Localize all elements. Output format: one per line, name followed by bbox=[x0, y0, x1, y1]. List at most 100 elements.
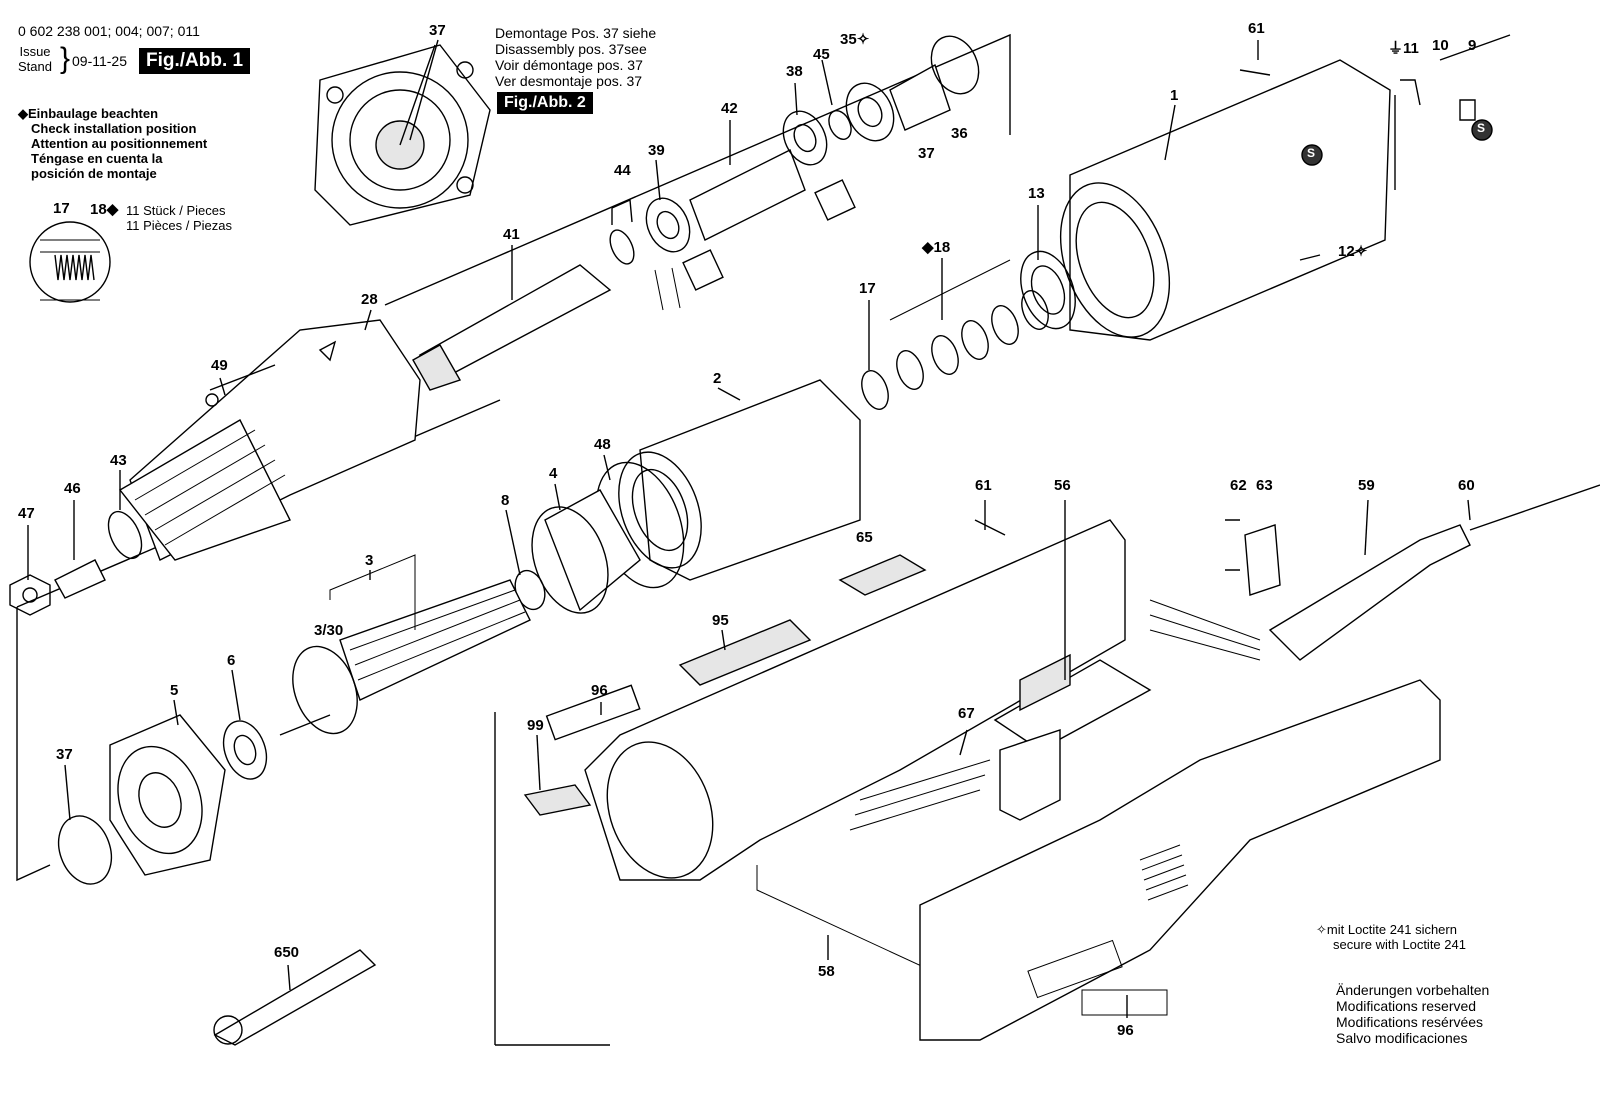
screw-12 bbox=[1299, 254, 1321, 261]
disassembly-note: Demontage Pos. 37 siehe Disassembly pos.… bbox=[495, 25, 656, 89]
callout-38: 38 bbox=[786, 63, 803, 80]
wrench-650 bbox=[213, 949, 377, 1046]
installation-line-1: Einbaulage beachten bbox=[28, 106, 159, 121]
figure-2-label: Fig./Abb. 2 bbox=[497, 92, 593, 114]
modifications-note: Änderungen vorbehalten Modifications res… bbox=[1336, 982, 1489, 1046]
callout-17-detail: 17 bbox=[53, 200, 70, 217]
callout-37-right: 37 bbox=[918, 145, 935, 162]
tool-icon-2 bbox=[814, 179, 856, 221]
callout-48: 48 bbox=[594, 436, 611, 453]
flange-37-right bbox=[930, 35, 980, 95]
label-99 bbox=[523, 784, 592, 816]
loctite-star-icon: ✧ bbox=[856, 31, 870, 48]
issue-date: 09-11-25 bbox=[72, 53, 128, 69]
loctite-note: ✧mit Loctite 241 sichern secure with Loc… bbox=[1316, 922, 1466, 952]
callout-44: 44 bbox=[614, 162, 631, 179]
cord-sleeve-59 bbox=[1268, 524, 1471, 661]
callout-58: 58 bbox=[818, 963, 835, 980]
callout-61-bottom: 61 bbox=[975, 477, 992, 494]
callout-96-top: 96 bbox=[591, 682, 608, 699]
clamp-9 bbox=[1459, 99, 1476, 121]
disassembly-line-2: Disassembly pos. 37see bbox=[495, 41, 647, 57]
screw-11 bbox=[1400, 79, 1421, 106]
callout-9: 9 bbox=[1468, 37, 1477, 54]
loctite-line-2: secure with Loctite 241 bbox=[1333, 937, 1466, 952]
detail-circle bbox=[29, 221, 111, 303]
screw-49 bbox=[209, 364, 276, 391]
callout-59: 59 bbox=[1358, 477, 1375, 494]
disassembly-line-3: Voir démontage pos. 37 bbox=[495, 57, 643, 73]
loctite-star-icon: ✧ bbox=[1354, 243, 1368, 260]
callout-49: 49 bbox=[211, 357, 228, 374]
callout-39: 39 bbox=[648, 142, 665, 159]
callout-13: 13 bbox=[1028, 185, 1045, 202]
loctite-line-1: mit Loctite 241 sichern bbox=[1326, 922, 1457, 937]
modifications-line-3: Modifications resérvées bbox=[1336, 1014, 1484, 1030]
installation-line-5: posición de montaje bbox=[31, 166, 157, 181]
brush-holders-18 bbox=[896, 290, 1049, 390]
diamond-icon: ◆ bbox=[18, 106, 28, 121]
callout-18: ◆18 bbox=[922, 238, 950, 256]
s-marker-label-1: S bbox=[1307, 146, 1316, 160]
callout-11: ⏚11 bbox=[1388, 37, 1419, 58]
collet-46 bbox=[54, 559, 106, 599]
label-96-top bbox=[545, 684, 641, 741]
ring-13 bbox=[1020, 250, 1076, 330]
handle-shell bbox=[919, 679, 1441, 1041]
callout-37-bottom: 37 bbox=[56, 746, 73, 763]
flange-5 bbox=[109, 714, 226, 876]
nut-35 bbox=[845, 82, 895, 142]
screws-62 bbox=[1225, 519, 1240, 571]
bearing-38 bbox=[782, 110, 828, 166]
motor-housing-1 bbox=[1069, 59, 1391, 341]
callout-12-text: 12 bbox=[1338, 243, 1355, 260]
label-96-bottom bbox=[1081, 989, 1168, 1016]
callout-47: 47 bbox=[18, 505, 35, 522]
callout-650: 650 bbox=[274, 944, 300, 961]
issue-label-en: Issue bbox=[19, 44, 51, 59]
screw-61-bottom bbox=[974, 519, 1006, 536]
callout-95: 95 bbox=[712, 612, 729, 629]
part-numbers: 0 602 238 001; 004; 007; 011 bbox=[18, 23, 200, 39]
callout-2: 2 bbox=[713, 370, 722, 387]
callout-4: 4 bbox=[549, 465, 558, 482]
callout-28: 28 bbox=[361, 291, 378, 308]
callout-35: 35✧ bbox=[840, 30, 869, 48]
loctite-star-icon: ✧ bbox=[1316, 922, 1327, 937]
disassembly-line-4: Ver desmontaje pos. 37 bbox=[495, 73, 643, 89]
diamond-icon: ◆ bbox=[922, 239, 934, 256]
callout-1: 1 bbox=[1170, 87, 1179, 104]
callout-99: 99 bbox=[527, 717, 544, 734]
issue-brace: } bbox=[60, 42, 71, 75]
issue-label-de: Stand bbox=[18, 59, 52, 74]
callout-67: 67 bbox=[958, 705, 975, 722]
callout-96-bottom: 96 bbox=[1117, 1022, 1134, 1039]
figure-label: Fig./Abb. 1 bbox=[139, 48, 251, 74]
callout-18-detail: 18◆ bbox=[90, 200, 118, 218]
tool-icon-1 bbox=[682, 249, 724, 291]
modifications-line-2: Modifications reserved bbox=[1336, 998, 1477, 1014]
callout-62: 62 bbox=[1230, 477, 1247, 494]
callout-5: 5 bbox=[170, 682, 179, 699]
pieces-line-2: 11 Pièces / Piezas bbox=[126, 218, 232, 233]
o-ring-17 bbox=[861, 370, 889, 410]
bearing-39 bbox=[645, 197, 691, 253]
callout-37-top: 37 bbox=[429, 22, 446, 39]
callout-10: 10 bbox=[1432, 37, 1449, 54]
armature-3 bbox=[339, 579, 531, 701]
ring-4 bbox=[544, 489, 641, 612]
callout-43: 43 bbox=[110, 452, 127, 469]
installation-line-4: Téngase en cuenta la bbox=[31, 151, 163, 166]
s-marker-2 bbox=[1471, 119, 1493, 141]
callout-65: 65 bbox=[856, 529, 873, 546]
callout-41: 41 bbox=[503, 226, 520, 243]
screw-61-top bbox=[1239, 69, 1271, 76]
callout-42: 42 bbox=[721, 100, 738, 117]
callout-46: 46 bbox=[64, 480, 81, 497]
clamp-63 bbox=[1244, 524, 1281, 596]
callout-56: 56 bbox=[1054, 477, 1071, 494]
pieces-note: 11 Stück / Pieces 11 Pièces / Piezas bbox=[126, 203, 232, 233]
pieces-line-1: 11 Stück / Pieces bbox=[126, 203, 226, 218]
ground-icon: ⏚ bbox=[1388, 40, 1404, 57]
callout-17: 17 bbox=[859, 280, 876, 297]
